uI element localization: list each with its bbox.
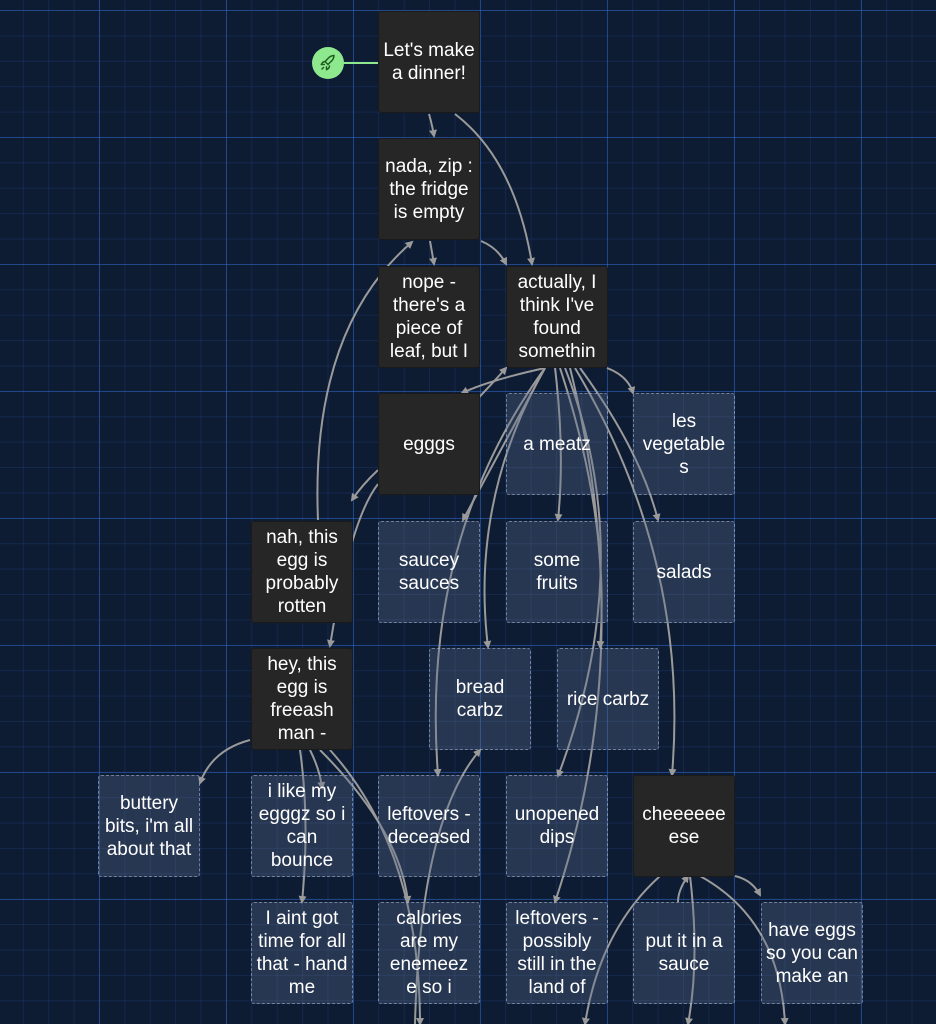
node-leftovers-possibly[interactable]: leftovers - possibly still in the land o… <box>506 902 608 1004</box>
node-root[interactable]: Let's make a dinner! <box>378 11 480 113</box>
node-label: nada, zip : the fridge is empty <box>385 155 473 223</box>
node-fresh-egg[interactable]: hey, this egg is freeash man - <box>251 648 353 750</box>
node-some-fruits[interactable]: some fruits <box>506 521 608 623</box>
node-label: egggs <box>403 433 455 455</box>
edge <box>350 469 379 502</box>
node-label: put it in a sauce <box>645 931 723 975</box>
node-label: bread carbz <box>455 677 505 721</box>
node-calories[interactable]: calories are my enemeez e so i <box>378 902 480 1004</box>
node-label: some fruits <box>533 550 581 594</box>
node-label: nah, this egg is probably rotten <box>265 527 339 617</box>
rocket-icon <box>320 54 335 71</box>
node-label: rice carbz <box>566 688 650 710</box>
node-label: have eggs so you can make an <box>766 919 858 987</box>
node-no-time[interactable]: I aint got time for all that - hand me <box>251 902 353 1004</box>
node-rotten-egg[interactable]: nah, this egg is probably rotten <box>251 521 353 623</box>
edge <box>198 739 251 785</box>
node-label: leftovers - possibly still in the land o… <box>515 908 599 998</box>
node-egggs[interactable]: egggs <box>378 393 480 495</box>
start-button[interactable] <box>312 47 344 79</box>
node-label: actually, I think I've found somethin <box>517 272 597 362</box>
edge <box>428 113 437 138</box>
node-bread-carbz[interactable]: bread carbz <box>429 648 531 750</box>
node-nope-leaf[interactable]: nope - there's a piece of leaf, but I <box>378 266 480 368</box>
node-bounce-eggs[interactable]: i like my egggz so i can bounce <box>251 775 353 877</box>
node-label: I aint got time for all that - hand me <box>256 908 348 998</box>
node-label: Let's make a dinner! <box>383 40 475 84</box>
start-connector <box>343 62 379 64</box>
node-rice-carbz[interactable]: rice carbz <box>557 648 659 750</box>
node-leftovers-deceased[interactable]: leftovers - deceased <box>378 775 480 877</box>
node-cheese[interactable]: cheeeeee ese <box>633 775 735 877</box>
node-fridge-empty[interactable]: nada, zip : the fridge is empty <box>378 138 480 240</box>
node-a-meatz[interactable]: a meatz <box>506 393 608 495</box>
node-saucey-sauces[interactable]: saucey sauces <box>378 521 480 623</box>
node-label: hey, this egg is freeash man - <box>267 654 337 744</box>
node-label: salads <box>656 561 712 583</box>
node-label: calories are my enemeez e so i <box>389 908 469 998</box>
node-label: les vegetable s <box>642 410 726 478</box>
edge <box>734 875 761 897</box>
edge <box>677 874 690 903</box>
edge <box>606 367 636 395</box>
edge <box>429 240 437 266</box>
node-label: i like my egggz so i can bounce <box>258 781 346 871</box>
node-label: a meatz <box>523 433 591 455</box>
node-label: saucey sauces <box>398 550 460 594</box>
node-label: cheeeeee ese <box>642 804 726 848</box>
node-unopened-dips[interactable]: unopened dips <box>506 775 608 877</box>
node-found-something[interactable]: actually, I think I've found somethin <box>506 266 608 368</box>
node-buttery-bits[interactable]: buttery bits, i'm all about that <box>98 775 200 877</box>
node-label: unopened dips <box>514 804 600 848</box>
node-have-eggs[interactable]: have eggs so you can make an <box>761 902 863 1004</box>
node-label: buttery bits, i'm all about that <box>104 792 194 860</box>
edge <box>460 367 546 395</box>
node-put-in-sauce[interactable]: put it in a sauce <box>633 902 735 1004</box>
node-label: nope - there's a piece of leaf, but I <box>389 272 469 362</box>
node-salads[interactable]: salads <box>633 521 735 623</box>
node-label: leftovers - deceased <box>387 804 471 848</box>
edge <box>480 240 507 266</box>
node-les-vegetables[interactable]: les vegetable s <box>633 393 735 495</box>
